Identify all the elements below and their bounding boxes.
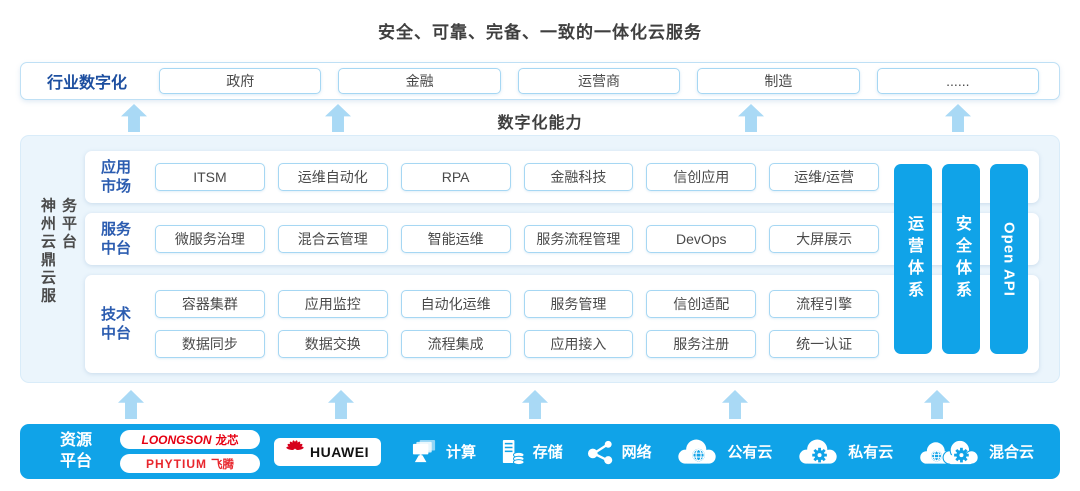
capability-box-service-mgmt: 服务管理 <box>523 290 634 318</box>
capability-box-rpa: RPA <box>400 163 511 191</box>
private-cloud-icon <box>796 438 840 466</box>
chip-vendor-chips: LOONGSON 龙芯 PHYTIUM 飞腾 <box>120 430 260 473</box>
loongson-logo: LOONGSON <box>141 432 212 447</box>
industry-row-label: 行业数字化 <box>47 75 128 92</box>
operation-system-bar: 运营体系 <box>894 164 932 354</box>
resource-item-public-cloud: 公有云 <box>675 438 772 466</box>
industry-box-government: 政府 <box>159 68 322 94</box>
tech-platform-label: 技术中台 <box>101 305 132 343</box>
capability-box-service-process-mgmt: 服务流程管理 <box>523 225 634 253</box>
resource-item-hybrid-cloud: 混合云 <box>917 438 1034 466</box>
capability-box-service-registry: 服务注册 <box>646 330 757 358</box>
capability-box-intelligent-ops: 智能运维 <box>400 225 511 253</box>
service-platform-grid: 微服务治理 混合云管理 智能运维 服务流程管理 DevOps 大屏展示 <box>155 225 879 253</box>
resource-platform-bar: 资源平台 LOONGSON 龙芯 PHYTIUM 飞腾 <box>20 424 1060 479</box>
public-cloud-icon <box>675 438 719 466</box>
capability-box-itsm: ITSM <box>155 163 265 191</box>
side-bars: 运营体系 安全体系 Open API <box>894 164 1028 354</box>
capability-box-ops-automation: 运维自动化 <box>277 163 388 191</box>
industry-box-more: ...... <box>876 68 1040 94</box>
capability-box-container-cluster: 容器集群 <box>155 290 265 318</box>
industry-digitalization-row: 行业数字化 政府 金融 运营商 制造 ...... <box>20 62 1060 100</box>
compute-icon <box>411 439 438 465</box>
capability-box-data-exchange: 数据交换 <box>277 330 388 358</box>
digital-capability-label: 数字化能力 <box>497 115 583 132</box>
resource-item-label: 私有云 <box>848 444 894 461</box>
industry-box-operator: 运营商 <box>517 68 681 94</box>
resource-item-network: 网络 <box>587 439 652 465</box>
capability-box-fintech: 金融科技 <box>523 163 634 191</box>
resource-item-label: 计算 <box>446 444 477 461</box>
platform-rows: 应用市场 ITSM 运维自动化 RPA 金融科技 信创应用 运维/运营 服务中台… <box>85 151 1039 373</box>
app-market-grid: ITSM 运维自动化 RPA 金融科技 信创应用 运维/运营 <box>155 163 879 191</box>
digital-capability-strip: 数字化能力 <box>0 101 1080 135</box>
capability-box-dashboard-display: 大屏展示 <box>769 225 879 253</box>
hybrid-cloud-icon <box>917 438 981 466</box>
cloud-platform-panel: 神州云鼎云服务平台 应用市场 ITSM 运维自动化 RPA 金融科技 信创应用 … <box>20 135 1060 383</box>
up-arrow-icon <box>522 390 548 419</box>
up-arrow-icon <box>722 390 748 419</box>
platform-vertical-title: 神州云鼎云服务平台 <box>39 197 77 306</box>
phytium-chip: PHYTIUM 飞腾 <box>120 454 260 473</box>
capability-box-devops: DevOps <box>646 225 757 253</box>
huawei-chip: HUAWEI <box>274 437 381 466</box>
capability-box-app-monitoring: 应用监控 <box>277 290 388 318</box>
industry-boxes: 政府 金融 运营商 制造 ...... <box>159 68 1040 94</box>
resource-item-label: 公有云 <box>727 444 773 461</box>
resource-arrow-strip <box>0 386 1080 422</box>
loongson-chip: LOONGSON 龙芯 <box>120 430 260 449</box>
resource-items: 计算 <box>411 438 1034 466</box>
up-arrow-icon <box>118 390 144 419</box>
resource-item-storage: 存储 <box>500 439 563 465</box>
capability-box-xinchuang-app: 信创应用 <box>646 163 757 191</box>
capability-box-data-sync: 数据同步 <box>155 330 265 358</box>
up-arrow-icon <box>924 390 950 419</box>
resource-item-label: 存储 <box>532 444 563 461</box>
industry-box-manufacturing: 制造 <box>697 68 860 94</box>
huawei-flower-icon <box>286 440 304 463</box>
resource-item-compute: 计算 <box>411 439 476 465</box>
capability-box-xinchuang-adaptation: 信创适配 <box>646 290 757 318</box>
huawei-logo-text: HUAWEI <box>310 443 369 460</box>
capability-box-automated-ops: 自动化运维 <box>400 290 511 318</box>
tech-platform-grid: 容器集群 应用监控 自动化运维 服务管理 信创适配 流程引擎 数据同步 数据交换… <box>155 290 879 358</box>
network-icon <box>587 439 614 465</box>
capability-box-microservice-governance: 微服务治理 <box>155 225 265 253</box>
resource-item-label: 混合云 <box>988 444 1034 461</box>
capability-box-process-integration: 流程集成 <box>400 330 511 358</box>
capability-box-hybrid-cloud-mgmt: 混合云管理 <box>277 225 388 253</box>
page-title: 安全、可靠、完备、一致的一体化云服务 <box>378 23 702 42</box>
app-market-row: 应用市场 ITSM 运维自动化 RPA 金融科技 信创应用 运维/运营 <box>85 151 1039 203</box>
storage-icon <box>500 439 525 465</box>
loongson-cn-label: 龙芯 <box>215 434 239 447</box>
capability-box-unified-auth: 统一认证 <box>769 330 879 358</box>
industry-box-finance: 金融 <box>338 68 501 94</box>
capability-box-ops-operation: 运维/运营 <box>769 163 879 191</box>
phytium-cn-label: 飞腾 <box>211 458 234 471</box>
open-api-bar: Open API <box>990 164 1028 354</box>
resource-item-label: 网络 <box>621 444 652 461</box>
resource-item-private-cloud: 私有云 <box>796 438 893 466</box>
tech-platform-row: 技术中台 容器集群 应用监控 自动化运维 服务管理 信创适配 流程引擎 数据同步… <box>85 275 1039 373</box>
service-platform-row: 服务中台 微服务治理 混合云管理 智能运维 服务流程管理 DevOps 大屏展示 <box>85 213 1039 265</box>
phytium-logo: PHYTIUM <box>146 456 207 471</box>
resource-platform-label: 资源平台 <box>60 431 93 470</box>
capability-box-process-engine: 流程引擎 <box>769 290 879 318</box>
service-platform-label: 服务中台 <box>101 220 132 258</box>
security-system-bar: 安全体系 <box>942 164 980 354</box>
up-arrow-icon <box>328 390 354 419</box>
app-market-label: 应用市场 <box>101 158 132 196</box>
capability-box-app-access: 应用接入 <box>523 330 634 358</box>
